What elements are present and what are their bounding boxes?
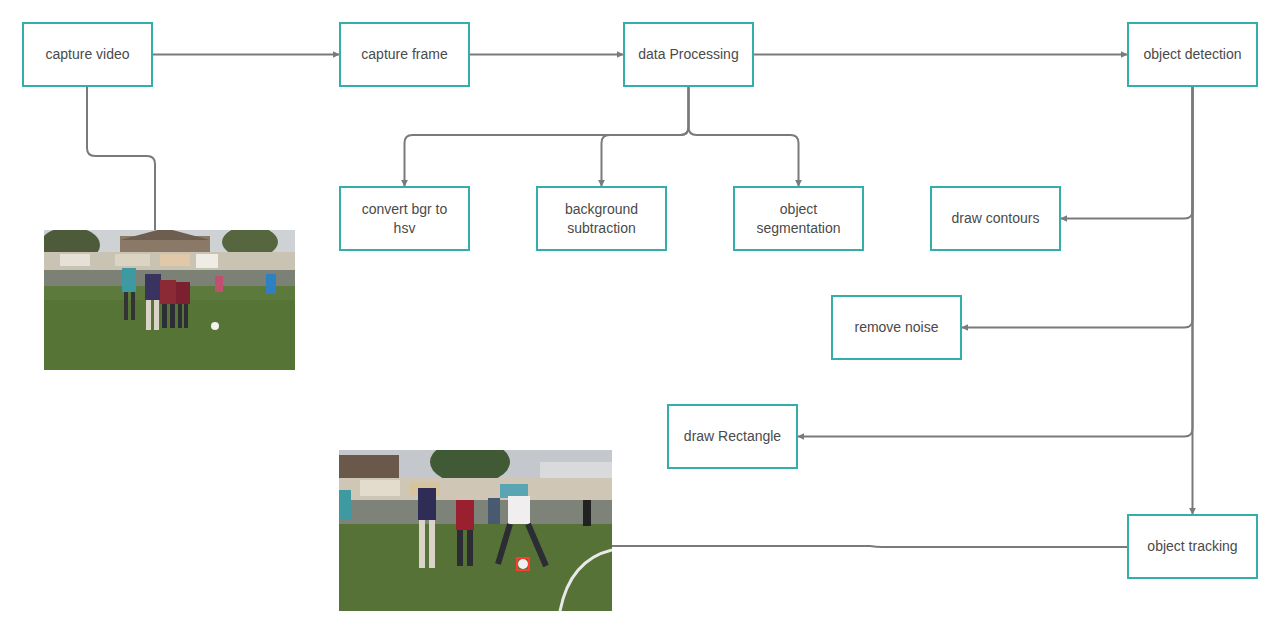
leader-line [612,546,1127,547]
box-label: convert bgr to hsv [349,200,460,238]
box-label: remove noise [854,318,938,337]
process-box: background subtraction [536,186,667,251]
box-label: capture frame [361,45,447,64]
flow-arrow [470,54,623,56]
process-box: object segmentation [733,186,864,251]
process-box: remove noise [831,295,962,360]
box-label: data Processing [638,45,738,64]
process-box: data Processing [623,22,754,87]
process-box: capture frame [339,22,470,87]
flow-arrow [153,54,339,56]
process-box: capture video [22,22,153,87]
flow-arrow [1192,87,1194,514]
process-box: object detection [1127,22,1258,87]
tracking-photo [339,440,612,611]
flow-arrow [1061,87,1193,219]
flow-arrow [405,87,689,186]
flow-arrow [689,87,799,186]
box-label: draw contours [952,209,1040,228]
box-label: capture video [45,45,129,64]
flow-arrow [602,87,689,186]
box-label: object detection [1143,45,1241,64]
leader-line [87,87,155,230]
process-box: object tracking [1127,514,1258,579]
process-box: draw contours [930,186,1061,251]
process-box: convert bgr to hsv [339,186,470,251]
flow-arrow [754,54,1127,56]
process-box: draw Rectangle [667,404,798,469]
flow-arrow [798,87,1193,437]
box-label: draw Rectangle [684,427,781,446]
soccer-photo [40,226,295,370]
box-label: object tracking [1147,537,1237,556]
box-label: background subtraction [546,200,657,238]
box-label: object segmentation [743,200,854,238]
